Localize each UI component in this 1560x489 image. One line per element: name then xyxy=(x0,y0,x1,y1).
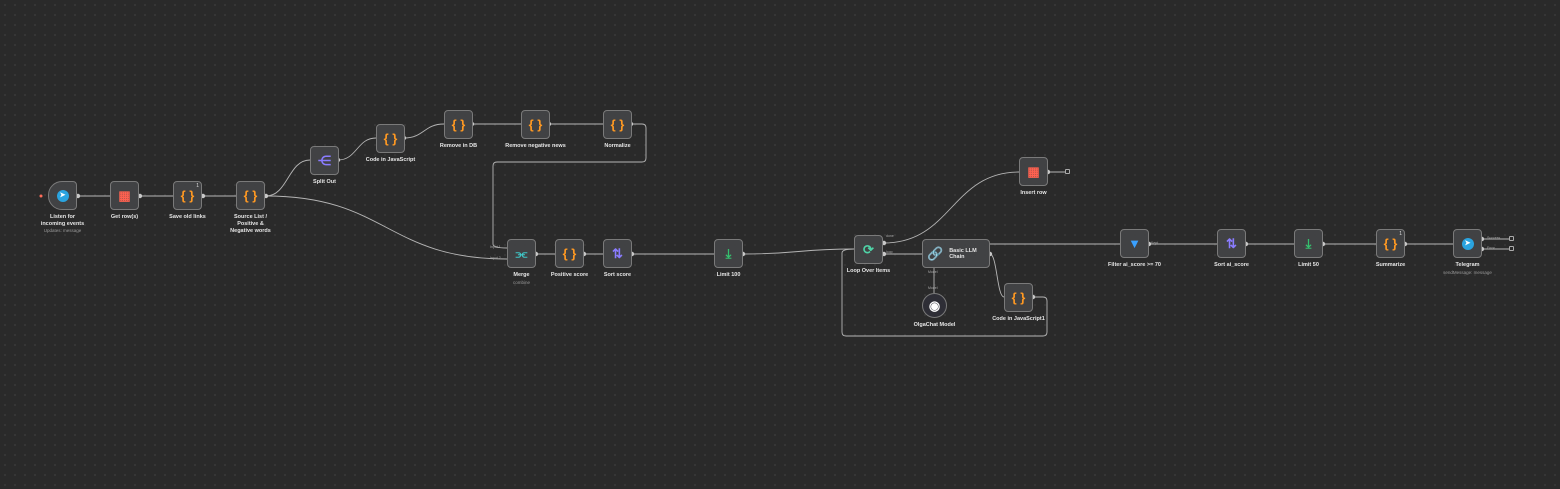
node-sortai[interactable]: ⇅ xyxy=(1217,229,1246,258)
connection-edge[interactable] xyxy=(841,248,1048,337)
node-model[interactable]: ◉ xyxy=(922,293,947,318)
node-limit100[interactable]: ⤓ xyxy=(714,239,743,268)
node-label: Split Out xyxy=(313,179,336,185)
merge-icon: ⫘ xyxy=(515,246,528,261)
node-label: Normalize xyxy=(604,143,631,149)
node-label: Get row(s) xyxy=(110,214,139,220)
port-label-loop_loop: loop xyxy=(886,250,893,254)
node-removedb[interactable]: { } xyxy=(444,110,473,139)
port-label-tg_error: Error xyxy=(1487,246,1495,250)
code-icon: { } xyxy=(243,188,258,203)
node-label: Filter ai_score >= 70 xyxy=(1108,262,1161,268)
connection-edge[interactable] xyxy=(337,137,377,161)
connection-edge[interactable] xyxy=(742,248,855,255)
limit-icon: ⤓ xyxy=(1305,236,1312,251)
port-label-llm_model: Model xyxy=(928,270,938,274)
node-label: Code in JavaScript1 xyxy=(992,316,1045,322)
node-label: Telegram xyxy=(1455,262,1480,268)
node-label: Loop Over Items xyxy=(846,268,891,274)
add-node-endpoint[interactable] xyxy=(1509,236,1514,241)
port-label-filter_kept: Kept xyxy=(1151,241,1159,245)
node-label: Summarize xyxy=(1375,262,1406,268)
node-label: Source List / Positive & Negative words xyxy=(230,214,271,234)
node-getrows[interactable]: ▦ xyxy=(110,181,139,210)
add-node-endpoint[interactable] xyxy=(1065,169,1070,174)
node-label: Code in JavaScript xyxy=(365,157,416,163)
connection-edge[interactable] xyxy=(492,123,647,249)
code-icon: { } xyxy=(610,117,625,132)
node-label: Limit 100 xyxy=(716,272,741,278)
node-label: Merge xyxy=(513,272,530,278)
node-subtitle: sendMessage: message xyxy=(1443,270,1492,275)
port-label-loop_done: done xyxy=(886,234,894,238)
node-label: Save old links xyxy=(169,214,206,220)
code-icon: { } xyxy=(528,117,543,132)
node-code2[interactable]: { } xyxy=(1004,283,1033,312)
sort-icon: ⇅ xyxy=(1226,236,1237,251)
node-posscore[interactable]: { } xyxy=(555,239,584,268)
connection-edge[interactable] xyxy=(883,171,1020,244)
node-label: Remove negative news xyxy=(505,143,566,149)
node-label: Insert row xyxy=(1020,190,1047,196)
node-label: OlgaChat Model xyxy=(913,322,956,328)
code-icon: { } xyxy=(562,246,577,261)
node-badge: 1 xyxy=(1399,231,1402,237)
node-split[interactable]: ⋲ xyxy=(310,146,339,175)
model-icon: ◉ xyxy=(928,298,941,313)
node-saveold[interactable]: { }1 xyxy=(173,181,202,210)
port-label-merge_in1: Input 1 xyxy=(490,245,501,249)
node-trigger[interactable]: ➤ xyxy=(48,181,77,210)
trigger-add-handle[interactable] xyxy=(39,194,43,198)
node-label: Limit 50 xyxy=(1298,262,1319,268)
connection-edge[interactable] xyxy=(265,159,311,197)
node-label: Listen for incoming events xyxy=(40,214,85,227)
node-label: Positive score xyxy=(550,272,589,278)
port-label-model_out: Model xyxy=(928,286,938,290)
filter-icon: ▼ xyxy=(1128,236,1141,251)
node-label: Basic LLM Chain xyxy=(949,247,977,260)
node-normalize[interactable]: { } xyxy=(603,110,632,139)
telegram-icon: ➤ xyxy=(1461,237,1474,250)
limit-icon: ⤓ xyxy=(725,246,732,261)
connection-edge[interactable] xyxy=(265,195,508,260)
code-icon: { } xyxy=(1383,236,1398,251)
node-merge[interactable]: ⫘ xyxy=(507,239,536,268)
connection-edge[interactable] xyxy=(989,253,1005,298)
node-llm[interactable]: 🔗 Basic LLM Chain xyxy=(922,239,990,268)
table-icon: ▦ xyxy=(118,188,131,203)
node-source[interactable]: { } xyxy=(236,181,265,210)
node-loop[interactable]: ⟳ xyxy=(854,235,883,264)
node-filter[interactable]: ▼ xyxy=(1120,229,1149,258)
table-icon: ▦ xyxy=(1027,164,1040,179)
node-label: Sort ai_score xyxy=(1214,262,1249,268)
port-label-tg_success: Success xyxy=(1487,236,1501,240)
node-summarize[interactable]: { }1 xyxy=(1376,229,1405,258)
connection-edge[interactable] xyxy=(403,123,445,139)
link-icon: 🔗 xyxy=(927,246,944,261)
node-removeneg[interactable]: { } xyxy=(521,110,550,139)
sort-icon: ⇅ xyxy=(612,246,623,261)
node-subtitle: combine xyxy=(512,280,530,285)
port-label-merge_in2: Input 2 xyxy=(490,256,501,260)
loop-icon: ⟳ xyxy=(863,242,874,257)
node-label: Remove in DB xyxy=(439,143,478,149)
node-code1[interactable]: { } xyxy=(376,124,405,153)
code-icon: { } xyxy=(451,117,466,132)
telegram-icon: ➤ xyxy=(56,189,69,202)
node-badge: 1 xyxy=(196,183,199,189)
split-icon: ⋲ xyxy=(318,153,331,168)
node-label: Sort score xyxy=(603,272,632,278)
add-node-endpoint[interactable] xyxy=(1509,246,1514,251)
code-icon: { } xyxy=(383,131,398,146)
node-subtitle: Updates: message xyxy=(43,228,82,233)
node-insert[interactable]: ▦ xyxy=(1019,157,1048,186)
node-telegram[interactable]: ➤ xyxy=(1453,229,1482,258)
code-icon: { } xyxy=(180,188,195,203)
node-sortscore[interactable]: ⇅ xyxy=(603,239,632,268)
node-limit50[interactable]: ⤓ xyxy=(1294,229,1323,258)
code-icon: { } xyxy=(1011,290,1026,305)
